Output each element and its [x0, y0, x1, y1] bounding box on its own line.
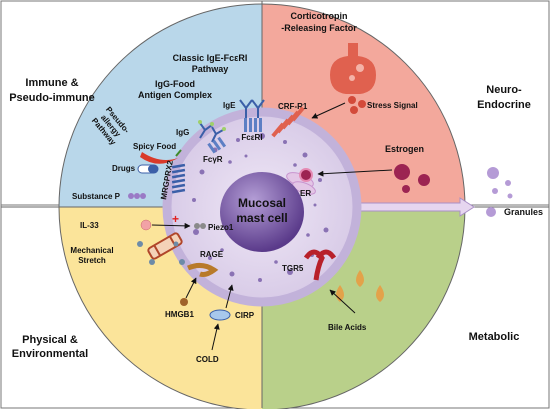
drugs-label: Drugs	[112, 164, 136, 173]
granule	[259, 133, 265, 139]
mechanical-stretch-label-1: Mechanical	[70, 246, 113, 255]
igg-food-label-2: Antigen Complex	[138, 90, 212, 100]
bile-acids-arrow	[329, 289, 356, 314]
cirp-icon	[209, 309, 231, 321]
quadrant-title-neuro-2: Endocrine	[477, 99, 531, 111]
er-label: ER	[300, 189, 311, 198]
fceri-label: FcεRI	[241, 133, 262, 142]
crf-r1-label: CRF-R1	[278, 102, 308, 111]
cell-title-1: Mucosal	[238, 196, 286, 210]
granule	[199, 169, 205, 175]
cytoplasm-granules	[192, 133, 329, 282]
granule	[193, 229, 199, 235]
granules-label: Granules	[504, 207, 543, 217]
igg-label: IgG	[176, 128, 189, 137]
granule	[323, 227, 329, 233]
tgr5-receptor-icon	[303, 249, 337, 281]
il33-label: IL-33	[80, 221, 99, 230]
igg-food-label-1: IgG-Food	[155, 79, 195, 89]
granule	[318, 178, 322, 182]
fcgr-label: FcγR	[203, 155, 223, 164]
cold-arrow	[211, 323, 220, 351]
estrogen-label: Estrogen	[385, 144, 424, 154]
granule-dot	[492, 188, 498, 194]
granule-dots	[486, 167, 513, 217]
fceri-receptor-icon	[244, 118, 262, 132]
granule-dot	[487, 167, 499, 179]
il33-arrow	[151, 222, 191, 229]
tgr5-label: TGR5	[282, 264, 304, 273]
granule	[229, 271, 235, 277]
fcgr-receptor-icon	[207, 136, 227, 154]
estrogen-icon	[394, 164, 430, 193]
stress-arrow	[311, 102, 346, 119]
cirp-label: CIRP	[235, 311, 255, 320]
granule	[228, 160, 232, 164]
plus-sign: +	[172, 212, 179, 226]
quadrant-title-physical-1: Physical &	[22, 334, 78, 346]
hmgb1-icon	[180, 298, 188, 306]
granule-dot	[505, 180, 511, 186]
quadrant-title-neuro-1: Neuro-	[486, 84, 522, 96]
rage-label: RAGE	[200, 250, 224, 259]
piezo1-label: Piezo1	[208, 223, 234, 232]
cell-title-2: mast cell	[236, 211, 287, 225]
granule	[244, 154, 248, 158]
cold-label: COLD	[196, 355, 219, 364]
quadrant-title-immune-2: Pseudo-immune	[9, 92, 95, 104]
granule	[208, 256, 212, 260]
cirp-arrow	[225, 284, 234, 309]
stress-signal-dots	[348, 96, 366, 114]
ige-label: IgE	[223, 101, 236, 110]
spicy-food-label: Spicy Food	[133, 142, 176, 151]
granule	[293, 163, 297, 167]
quadrant-title-metabolic: Metabolic	[469, 331, 520, 343]
granule	[220, 248, 224, 252]
antigen-dots	[198, 120, 226, 131]
crf-r1-receptor-icon	[271, 106, 305, 138]
rage-receptor-icon	[187, 262, 219, 277]
chili-pepper-icon	[140, 149, 182, 164]
granule-dot	[486, 207, 496, 217]
estrogen-arrow	[317, 169, 393, 177]
granule	[258, 278, 262, 282]
stress-signal-label: Stress Signal	[367, 101, 418, 110]
mechanical-stretch-label-2: Stretch	[78, 256, 106, 265]
stretch-particles	[137, 241, 185, 265]
neuron-terminal-icon	[330, 43, 376, 94]
granule	[274, 260, 278, 264]
bile-acids-label: Bile Acids	[328, 323, 367, 332]
nucleus	[220, 172, 304, 252]
piezo1-icon	[194, 223, 206, 229]
quadrant-title-immune-1: Immune &	[25, 77, 78, 89]
ige-antibody-icon	[239, 99, 265, 118]
quadrant-title-physical-2: Environmental	[12, 348, 88, 360]
hmgb1-arrow	[185, 277, 197, 299]
il33-icon	[140, 219, 152, 231]
mrgprx2-receptor-icon	[171, 163, 186, 194]
granule	[236, 138, 240, 142]
classic-pathway-label-2: Pathway	[192, 64, 229, 74]
classic-pathway-label-1: Classic IgE-FcεRI	[173, 53, 248, 63]
crf-label-1: Corticotropin	[291, 11, 348, 21]
granule	[287, 269, 293, 275]
granule	[192, 198, 196, 202]
granule	[306, 233, 310, 237]
granule	[302, 152, 308, 158]
substance-p-molecules	[128, 193, 146, 199]
granule	[313, 203, 317, 207]
crf-label-2: -Releasing Factor	[281, 23, 357, 33]
igg-antibody-icon	[199, 122, 224, 143]
granule	[283, 140, 287, 144]
estrogen-receptor-icon	[299, 168, 313, 182]
substance-p-label: Substance P	[72, 192, 121, 201]
hmgb1-label: HMGB1	[165, 310, 194, 319]
pill-icon	[137, 164, 159, 174]
granule-dot	[507, 193, 513, 199]
